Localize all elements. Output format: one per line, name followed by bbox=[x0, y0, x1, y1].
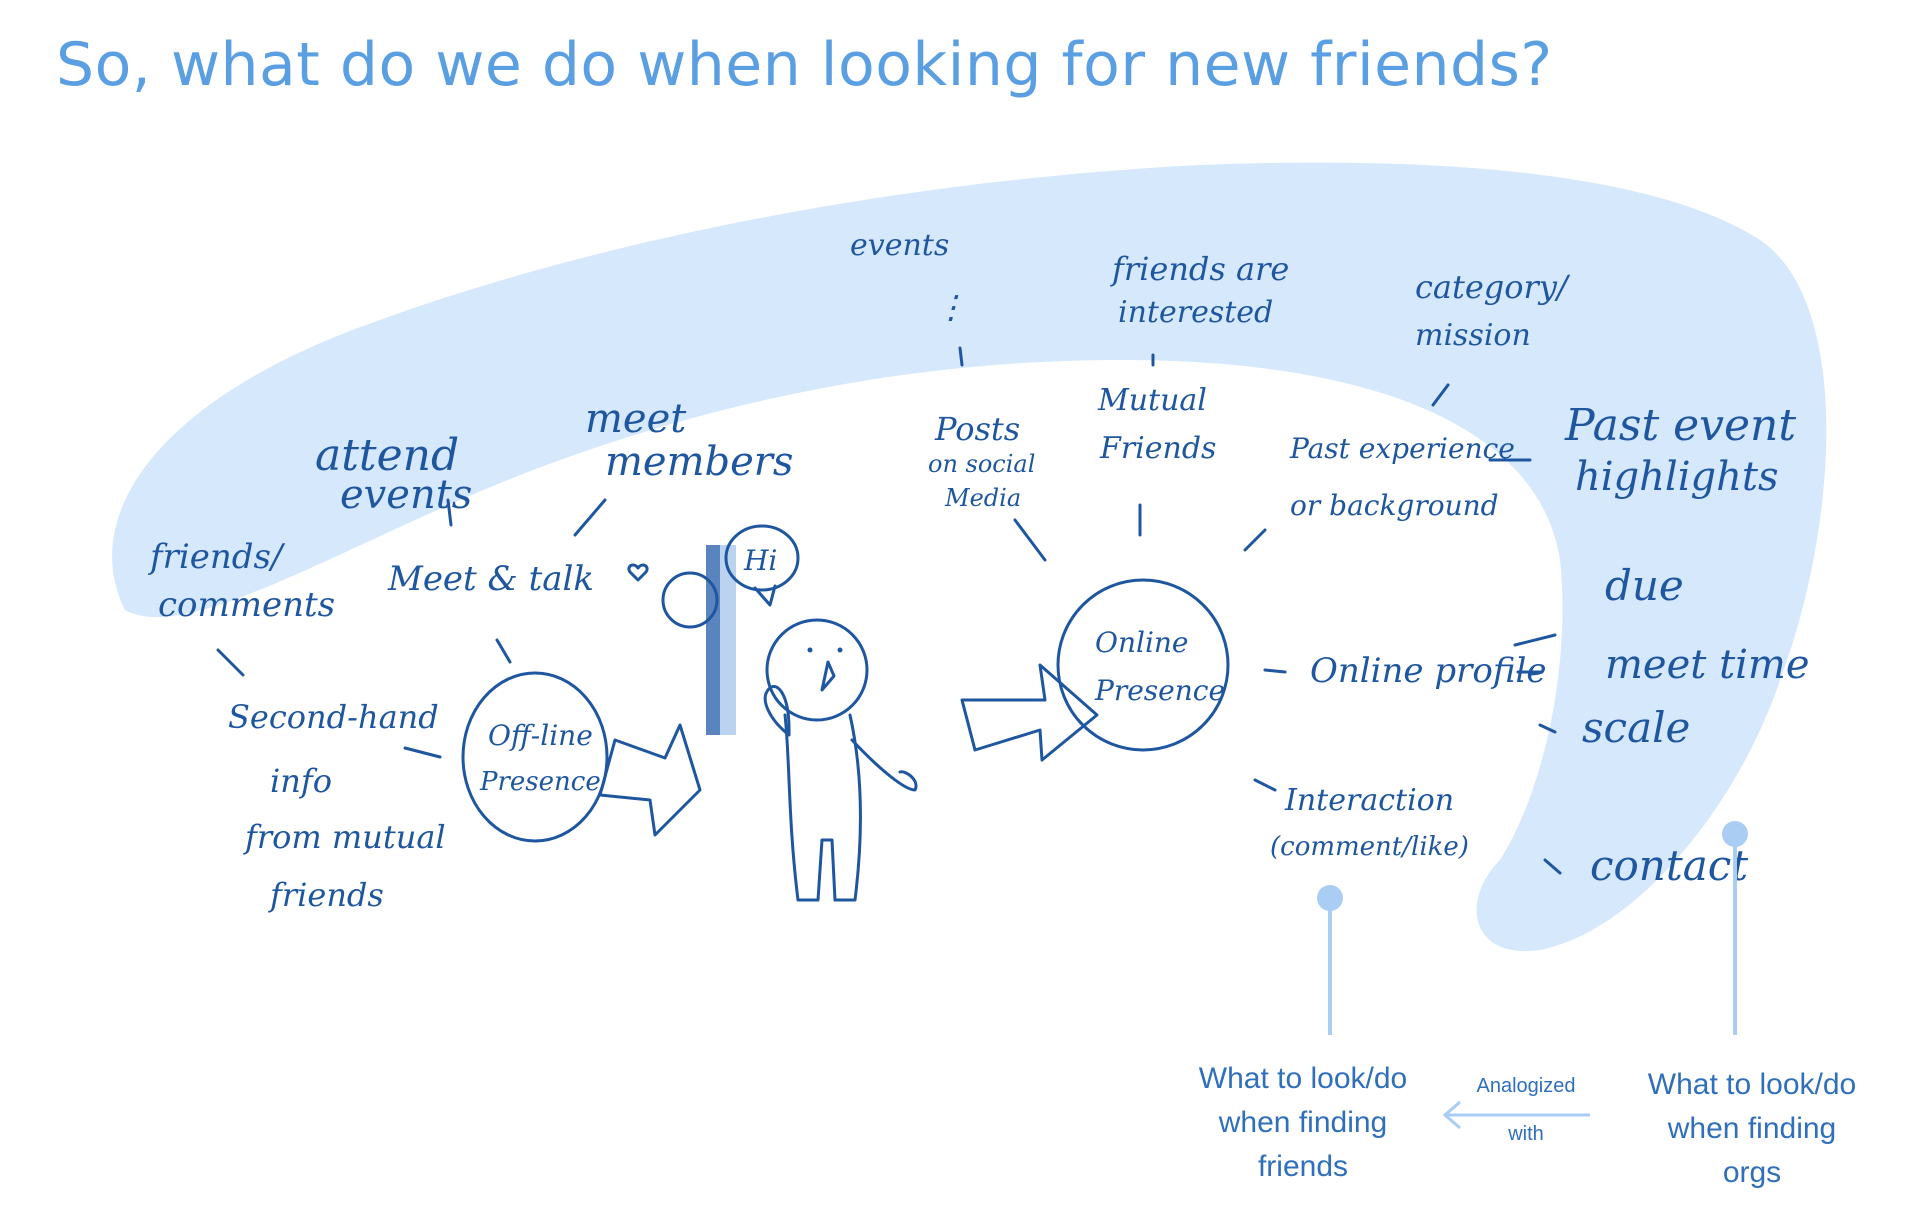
analogized-arrowhead bbox=[1442, 1100, 1461, 1130]
heart-icon bbox=[627, 563, 649, 582]
past-experience-2: or background bbox=[1290, 489, 1499, 522]
second-hand-4: friends bbox=[268, 876, 384, 914]
analogized-label-1: Analogized bbox=[1477, 1075, 1576, 1097]
meet-talk: Meet & talk bbox=[387, 559, 594, 599]
friends-interested-1: friends are bbox=[1110, 250, 1289, 288]
online-presence-label-1: Online bbox=[1095, 626, 1189, 659]
mutual-friends-1: Mutual bbox=[1097, 383, 1207, 418]
attend-events-1: attend bbox=[315, 430, 459, 481]
door-edge bbox=[706, 545, 720, 735]
highlight-region bbox=[112, 162, 1827, 952]
attend-events-2: events bbox=[340, 472, 472, 518]
friends-interested-2: interested bbox=[1118, 295, 1273, 330]
door-shadow bbox=[720, 545, 736, 735]
second-hand-2: info bbox=[270, 762, 332, 800]
offline-presence-circle bbox=[461, 671, 609, 843]
second-hand-3: from mutual bbox=[243, 818, 446, 856]
character-figure bbox=[763, 618, 918, 902]
contact-label: contact bbox=[1590, 841, 1748, 890]
posts-1: Posts bbox=[934, 410, 1020, 448]
second-hand-1: Second-hand bbox=[228, 698, 439, 736]
legend-orgs-2: when finding bbox=[1667, 1112, 1836, 1145]
due-label: due bbox=[1605, 561, 1684, 610]
legend-friends-3: friends bbox=[1258, 1150, 1348, 1183]
online-presence-circle bbox=[1056, 578, 1230, 752]
analogized-label-2: with bbox=[1507, 1123, 1544, 1145]
scale-label: scale bbox=[1582, 703, 1690, 752]
mutual-friends-2: Friends bbox=[1099, 431, 1216, 466]
offline-presence-label-1: Off-line bbox=[488, 719, 593, 752]
meet-members-2: members bbox=[605, 439, 793, 485]
category-mission-1: category/ bbox=[1415, 268, 1571, 306]
speech-text: Hi bbox=[743, 544, 777, 577]
meet-time-label: meet time bbox=[1605, 642, 1810, 688]
legend-orgs-1: What to look/do bbox=[1648, 1068, 1856, 1101]
friends-comments-1: friends/ bbox=[147, 537, 286, 577]
past-experience-1: Past experience bbox=[1289, 432, 1515, 465]
events-label: events bbox=[850, 228, 949, 263]
past-event-highlights-2: highlights bbox=[1575, 454, 1778, 500]
speech-bubble bbox=[724, 524, 800, 592]
posts-3: Media bbox=[944, 484, 1021, 512]
online-presence-label-2: Presence bbox=[1094, 674, 1225, 707]
interaction-1: Interaction bbox=[1284, 783, 1454, 818]
events-ellipsis: ⋮ bbox=[935, 288, 967, 326]
legend-friends-1: What to look/do bbox=[1199, 1062, 1407, 1095]
offline-presence-label-2: Presence bbox=[479, 767, 601, 797]
offline-arrow bbox=[598, 723, 702, 837]
online-connectors bbox=[958, 346, 1562, 875]
category-mission-2: mission bbox=[1415, 318, 1531, 353]
online-arrow bbox=[960, 663, 1099, 762]
legend-friends-2: when finding bbox=[1218, 1106, 1387, 1139]
posts-2: on social bbox=[928, 450, 1035, 478]
offline-connectors bbox=[216, 498, 607, 759]
online-profile: Online profile bbox=[1310, 651, 1547, 691]
legend-orgs-3: orgs bbox=[1723, 1156, 1781, 1189]
peeking-face bbox=[661, 571, 719, 629]
meet-members-1: meet bbox=[585, 396, 687, 442]
interaction-2: (comment/like) bbox=[1270, 832, 1469, 862]
orgs-pin-dot bbox=[1722, 821, 1748, 847]
friends-comments-2: comments bbox=[158, 585, 335, 625]
past-event-highlights-1: Past event bbox=[1564, 400, 1796, 451]
friends-pin-dot bbox=[1317, 885, 1343, 911]
page-title: So, what do we do when looking for new f… bbox=[56, 30, 1553, 100]
